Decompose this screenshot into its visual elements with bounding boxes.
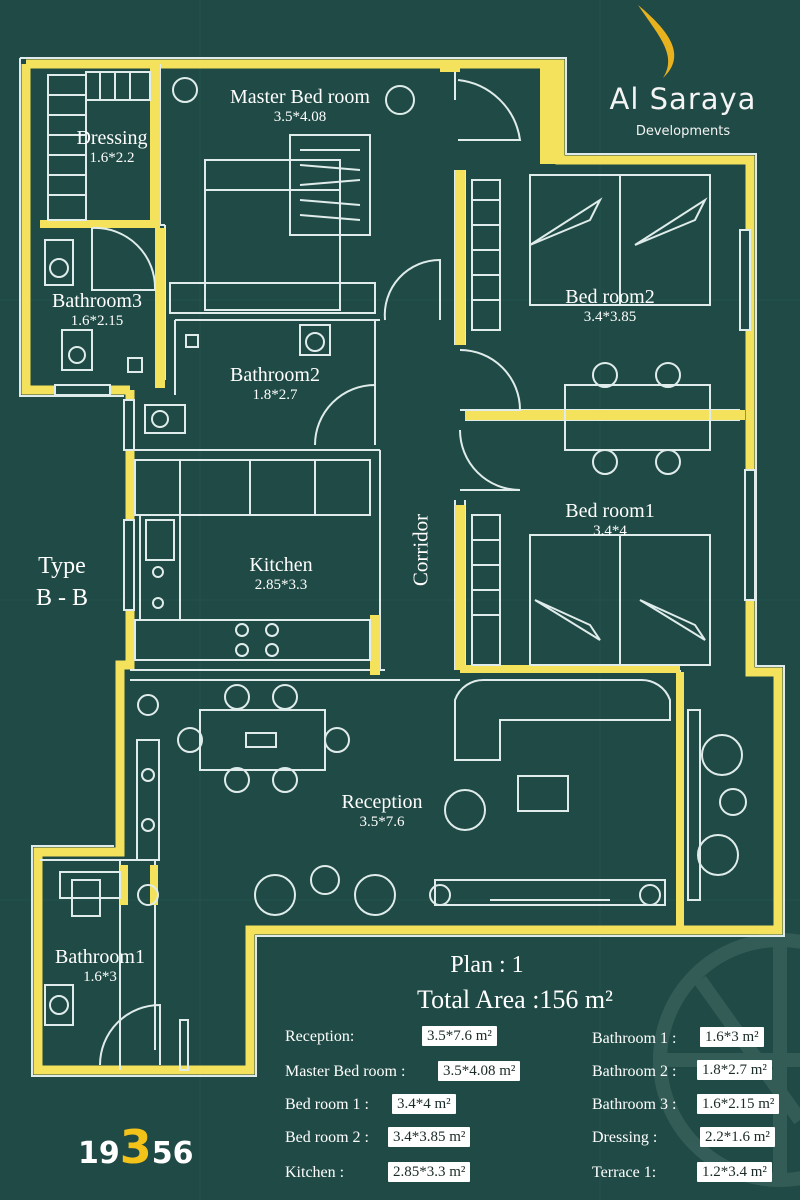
reception-furniture (136, 678, 671, 916)
kitchen-counters (134, 459, 371, 661)
area-label: Terrace 1: (592, 1164, 657, 1181)
room-bathroom1: Bathroom1 1.6*3 (55, 946, 145, 986)
doors (91, 79, 522, 1071)
area-label: Dressing : (592, 1129, 658, 1146)
area-label: Bathroom 2 : (592, 1063, 677, 1080)
type-line2: B - B (35, 585, 89, 611)
total-area: Total Area :156 m² (417, 985, 613, 1014)
brand-logo: Al Saraya Developments (598, 0, 768, 150)
area-value: 1.2*3.4 m² (697, 1162, 772, 1182)
bathroom1-fixtures (44, 871, 121, 1026)
type-line1: Type (38, 553, 86, 579)
room-dims: 1.8*2.7 (252, 387, 298, 403)
bedroom2-furniture (471, 174, 711, 475)
area-label: Kitchen : (285, 1164, 345, 1181)
area-label: Bed room 1 : (285, 1096, 369, 1113)
room-name: Bathroom3 (52, 290, 142, 312)
room-master: Master Bed room 3.5*4.08 (230, 86, 370, 126)
bathroom2-fixtures (144, 324, 331, 434)
room-dims: 1.6*2.15 (70, 313, 124, 329)
terrace-furniture (687, 709, 747, 901)
flame-icon (638, 5, 675, 78)
area-label: Reception: (285, 1028, 355, 1045)
room-name: Bed room1 (565, 500, 655, 522)
room-name: Reception (341, 791, 423, 813)
room-name: Kitchen (249, 554, 313, 576)
room-dims: 3.5*4.08 (273, 109, 327, 125)
room-bedroom2: Bed room2 3.4*3.85 (565, 286, 654, 326)
area-label: Bed room 2 : (285, 1129, 369, 1146)
room-name: Dressing (76, 127, 148, 149)
bathroom3-fixtures (44, 239, 143, 373)
interior-walls (40, 64, 745, 930)
room-dims: 3.4*3.85 (583, 309, 637, 325)
area-value: 1.6*2.15 m² (697, 1094, 780, 1114)
room-bathroom3: Bathroom3 1.6*2.15 (52, 290, 142, 330)
room-dims: 3.5*7.6 (359, 814, 405, 830)
hotline-number: 19356 (78, 1120, 194, 1174)
room-dims: 2.85*3.3 (254, 577, 308, 593)
room-kitchen: Kitchen 2.85*3.3 (249, 554, 312, 594)
room-name: Bed room2 (565, 286, 655, 308)
master-bed (169, 77, 415, 314)
area-value: 3.4*4 m² (392, 1094, 456, 1114)
area-value: 2.85*3.3 m² (388, 1162, 471, 1182)
plan-title: Plan : 1 (450, 952, 524, 978)
brand-subtitle: Developments (635, 124, 731, 139)
area-value: 2.2*1.6 m² (700, 1127, 775, 1147)
room-dims: 1.6*2.2 (89, 150, 135, 166)
area-label: Master Bed room : (285, 1063, 406, 1080)
hotline-suffix: 56 (151, 1136, 194, 1171)
room-bathroom2: Bathroom2 1.8*2.7 (230, 364, 320, 404)
room-dims: 1.6*3 (83, 969, 117, 985)
type-label: Type B - B (36, 550, 88, 614)
outer-walls (21, 59, 783, 1075)
area-label: Bathroom 3 : (592, 1096, 677, 1113)
room-name: Master Bed room (230, 86, 370, 108)
area-value: 3.5*4.08 m² (438, 1061, 521, 1081)
area-value: 3.4*3.85 m² (388, 1127, 471, 1147)
bedroom1-furniture (471, 514, 711, 666)
wardrobe (47, 71, 151, 221)
area-label: Bathroom 1 : (592, 1030, 677, 1047)
hotline-prefix: 19 (78, 1136, 120, 1171)
room-reception: Reception 3.5*7.6 (341, 791, 422, 831)
area-value: 1.8*2.7 m² (697, 1060, 772, 1080)
brand-name: Al Saraya (609, 82, 757, 116)
area-value: 1.6*3 m² (700, 1027, 764, 1047)
area-value: 3.5*7.6 m² (422, 1026, 497, 1046)
room-name: Bathroom1 (55, 946, 145, 968)
corridor-label: Corridor (408, 513, 433, 587)
room-dressing: Dressing 1.6*2.2 (76, 127, 147, 167)
room-dims: 3.4*4 (593, 523, 627, 539)
room-name: Bathroom2 (230, 364, 320, 386)
windows (54, 229, 756, 611)
room-bedroom1: Bed room1 3.4*4 (565, 500, 654, 540)
hotline-highlight: 3 (119, 1120, 152, 1174)
